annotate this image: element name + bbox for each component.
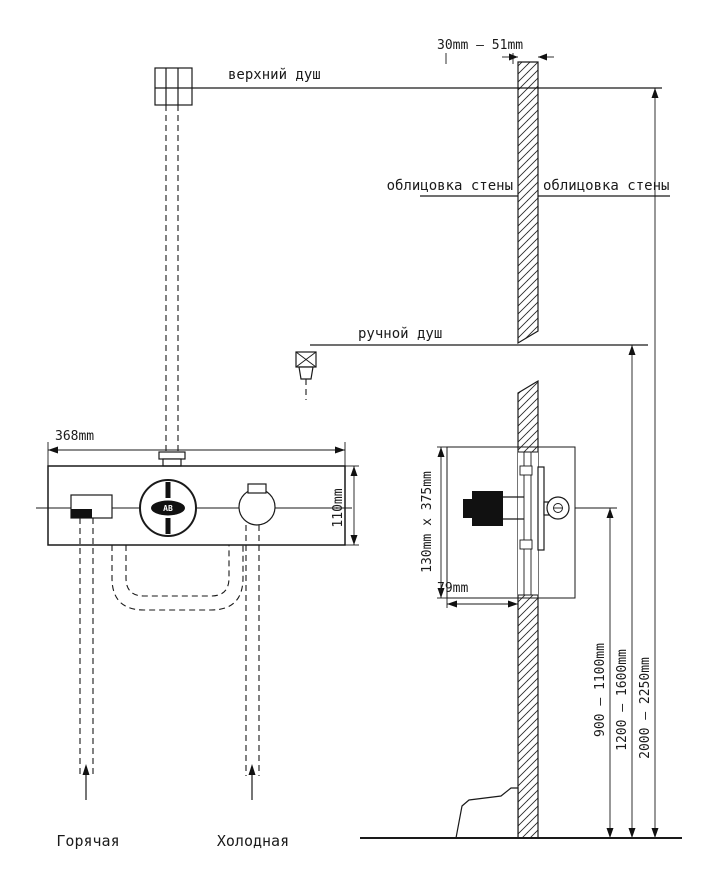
dim-mixer-mount-height-group: 900 – 1100mm	[593, 508, 614, 838]
dim-arrow-icon	[335, 446, 345, 454]
flow-arrow-cold-icon	[248, 764, 256, 775]
label-wall-cladding-left: облицовка стены	[387, 178, 513, 194]
label-top-shower: верхний душ	[228, 67, 321, 83]
hand-shower-reference: ручной душ	[310, 326, 648, 346]
supply-pipes	[79, 518, 260, 776]
dim-arrow-icon	[628, 345, 636, 355]
dim-mixer-height-group: 110mm	[331, 465, 359, 546]
mixer-side-view	[446, 446, 617, 599]
dim-recess-size: 130mm x 375mm	[420, 471, 435, 573]
hot-supply: Горячая	[56, 764, 120, 850]
dim-arrow-icon	[509, 53, 518, 61]
dim-arrow-icon	[538, 53, 547, 61]
dim-arrow-icon	[437, 447, 445, 457]
shower-tray	[455, 787, 519, 839]
label-hot-supply: Горячая	[56, 832, 119, 850]
hand-shower-outlet	[295, 351, 317, 400]
cold-supply: Холодная	[217, 764, 289, 850]
dim-top-shower-height-group: 2000 – 2250mm	[638, 88, 659, 838]
dim-mixer-width: 368mm	[55, 429, 94, 444]
riser-pipes	[158, 105, 186, 467]
overhead-shower-arm	[154, 67, 193, 106]
trim-plate	[537, 466, 545, 551]
dim-cladding-thickness-group: 30mm — 51mm	[437, 38, 554, 64]
dim-recess-size-group: 130mm x 375mm	[420, 446, 447, 599]
spout-block	[70, 494, 113, 519]
dim-hand-shower-height-group: 1200 – 1600mm	[615, 345, 636, 838]
wall-cladding-callouts: облицовка стены облицовка стены	[387, 178, 670, 197]
dim-arrow-icon	[508, 600, 518, 608]
valve-body	[472, 491, 503, 526]
label-hand-shower: ручной душ	[358, 326, 442, 342]
dim-arrow-icon	[350, 466, 358, 476]
dim-hand-shower-height: 1200 – 1600mm	[615, 649, 630, 751]
dim-mixer-height: 110mm	[331, 488, 346, 527]
dim-mixer-width-group: 368mm	[47, 429, 346, 466]
dim-mixer-mount-height: 900 – 1100mm	[593, 643, 608, 737]
brand-logo: AB	[163, 504, 173, 513]
flow-arrow-hot-icon	[82, 764, 90, 775]
wall-section	[517, 61, 539, 839]
dim-recess-depth-group: 79mm	[437, 581, 518, 608]
dim-arrow-icon	[651, 828, 659, 838]
dim-arrow-icon	[447, 600, 457, 608]
dim-cladding-thickness: 30mm — 51mm	[437, 38, 523, 53]
dim-arrow-icon	[350, 535, 358, 545]
dim-arrow-icon	[48, 446, 58, 454]
label-cold-supply: Холодная	[217, 832, 289, 850]
dim-recess-depth: 79mm	[437, 581, 468, 596]
dim-top-shower-height: 2000 – 2250mm	[638, 657, 653, 759]
dim-arrow-icon	[628, 828, 636, 838]
dim-arrow-icon	[606, 508, 614, 518]
mixer-handle-knob: AB	[139, 479, 197, 537]
dim-arrow-icon	[606, 828, 614, 838]
label-wall-cladding-right: облицовка стены	[543, 178, 669, 194]
diverter-knob	[238, 483, 276, 526]
dim-arrow-icon	[651, 88, 659, 98]
overhead-shower-reference: верхний душ	[155, 67, 662, 89]
dim-arrow-icon	[437, 588, 445, 598]
mixer-front-view: AB	[36, 465, 352, 546]
